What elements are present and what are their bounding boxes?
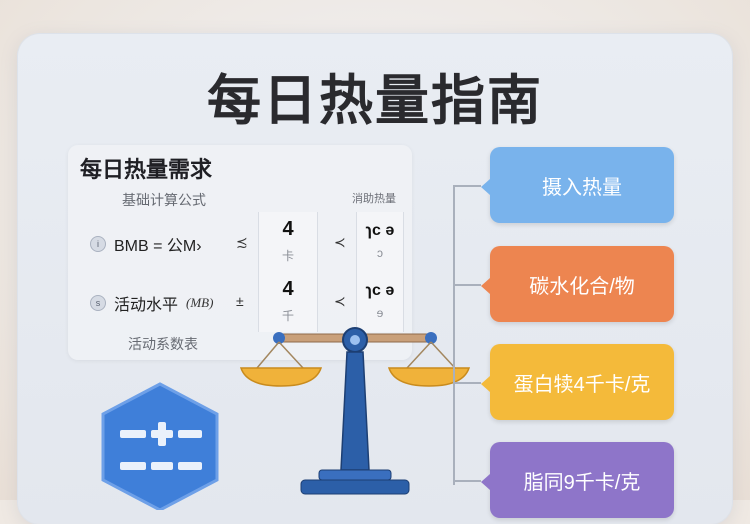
row-unit: (MB) <box>186 295 214 310</box>
card-subtitle-right: 消助热量 <box>352 193 396 205</box>
connector-bracket <box>453 185 473 485</box>
info-icon: i <box>90 236 106 252</box>
row-symbol: ≾ <box>236 234 248 250</box>
value-cell: 4 卡 <box>258 212 318 272</box>
row-symbol: ± <box>236 293 244 309</box>
formula-row-1: i BMB = 公M› <box>90 232 202 256</box>
protein-pill[interactable]: 蛋白犊4千卡/克 <box>481 344 674 420</box>
card-title: 每日热量需求 <box>80 157 213 182</box>
row-symbol: ≺ <box>334 293 346 309</box>
fat-pill[interactable]: 脂同9千卡/克 <box>481 442 674 518</box>
value-cell: 4 千 <box>258 272 318 332</box>
row-symbol: ≺ <box>334 234 346 250</box>
connector-tick <box>453 185 481 187</box>
calorie-needs-card <box>68 145 412 360</box>
cell-unit: ɔ <box>377 246 383 260</box>
activity-table-label: 活动系数表 <box>128 336 198 352</box>
value-cell: ɿc ə ɔ <box>356 212 404 272</box>
page-title: 每日热量指南 <box>207 71 543 131</box>
connector-tick <box>453 284 481 286</box>
cell-unit: ɘ <box>376 306 384 320</box>
cell-number: 4 <box>282 278 294 300</box>
cell-unit: 千 <box>281 309 294 323</box>
calculator-icon <box>101 382 219 510</box>
formula-row-2: s 活动水平 (MB) <box>90 291 213 315</box>
row-label: 活动水平 <box>114 297 179 314</box>
balance-scale-icon <box>239 327 471 495</box>
carbohydrate-pill[interactable]: 碳水化合/物 <box>481 246 674 322</box>
cell-unit: 卡 <box>281 249 294 263</box>
connector-tick <box>453 480 481 482</box>
card-subtitle: 基础计算公式 <box>122 192 206 208</box>
value-cell: ɿc ə ɘ <box>356 272 404 332</box>
intake-calories-pill[interactable]: 摄入热量 <box>481 147 674 223</box>
connector-tick <box>453 382 481 384</box>
row-label: BMB = 公M› <box>114 238 202 255</box>
info-icon: s <box>90 295 106 311</box>
cell-number: ɿc ə <box>365 222 395 239</box>
cell-number: 4 <box>282 218 294 240</box>
cell-number: ɿc ə <box>365 282 395 299</box>
